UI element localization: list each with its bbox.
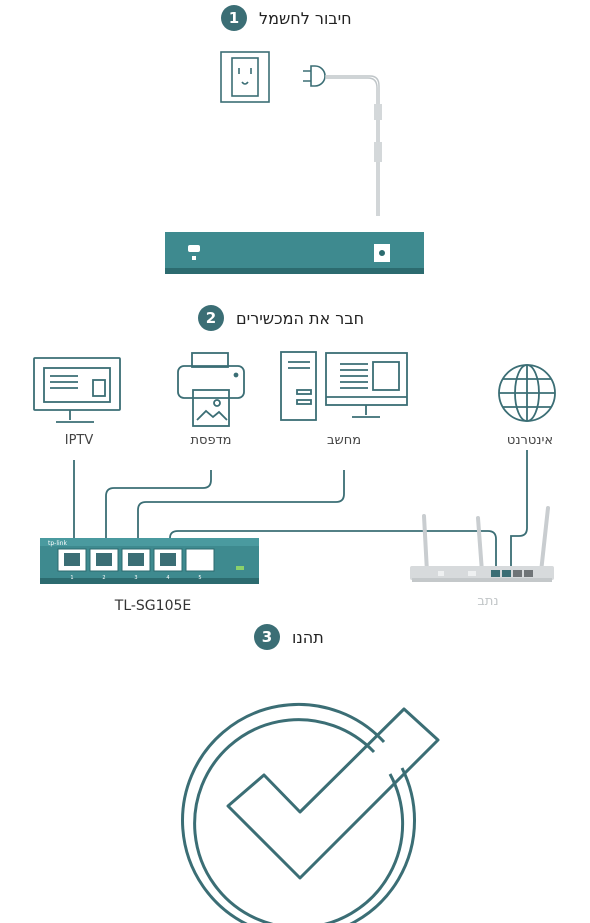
iptv-icon (33, 357, 121, 423)
power-plug-icon (303, 65, 326, 87)
switch-plugs (64, 553, 176, 566)
iptv-label: IPTV (64, 433, 94, 448)
step-2-heading: 2 חבר את המכשירים (198, 305, 364, 331)
globe-icon (498, 364, 556, 422)
power-cable (325, 75, 380, 216)
router-label: נתב (477, 594, 499, 609)
step-label: חיבור לחשמל (259, 8, 352, 28)
step-badge: 3 (254, 624, 280, 650)
printer-icon (177, 352, 245, 427)
step-1-heading: 1 חיבור לחשמל (221, 5, 352, 31)
checkmark-circle-icon (181, 702, 440, 923)
cable-sleeve-bottom (374, 142, 382, 162)
step-label: תהנו (292, 627, 324, 647)
printer-label: מדפסת (190, 433, 232, 448)
switch-led (236, 566, 244, 570)
power-outlet-icon (220, 51, 270, 103)
step-3-heading: 3 תהנו (254, 624, 324, 650)
internet-label: אינטרנט (506, 433, 554, 448)
computer-label: מחשב (326, 433, 362, 448)
device-cables (73, 450, 528, 568)
router-icon (410, 506, 554, 582)
router-switch-cable (169, 530, 497, 568)
step-badge: 2 (198, 305, 224, 331)
computer-icon (280, 351, 408, 421)
switch-rear-view (165, 232, 424, 274)
step-label: חבר את המכשירים (236, 308, 365, 328)
cable-sleeve-top (374, 104, 382, 120)
step-badge: 1 (221, 5, 247, 31)
switch-model-label: TL-SG105E (114, 598, 192, 614)
